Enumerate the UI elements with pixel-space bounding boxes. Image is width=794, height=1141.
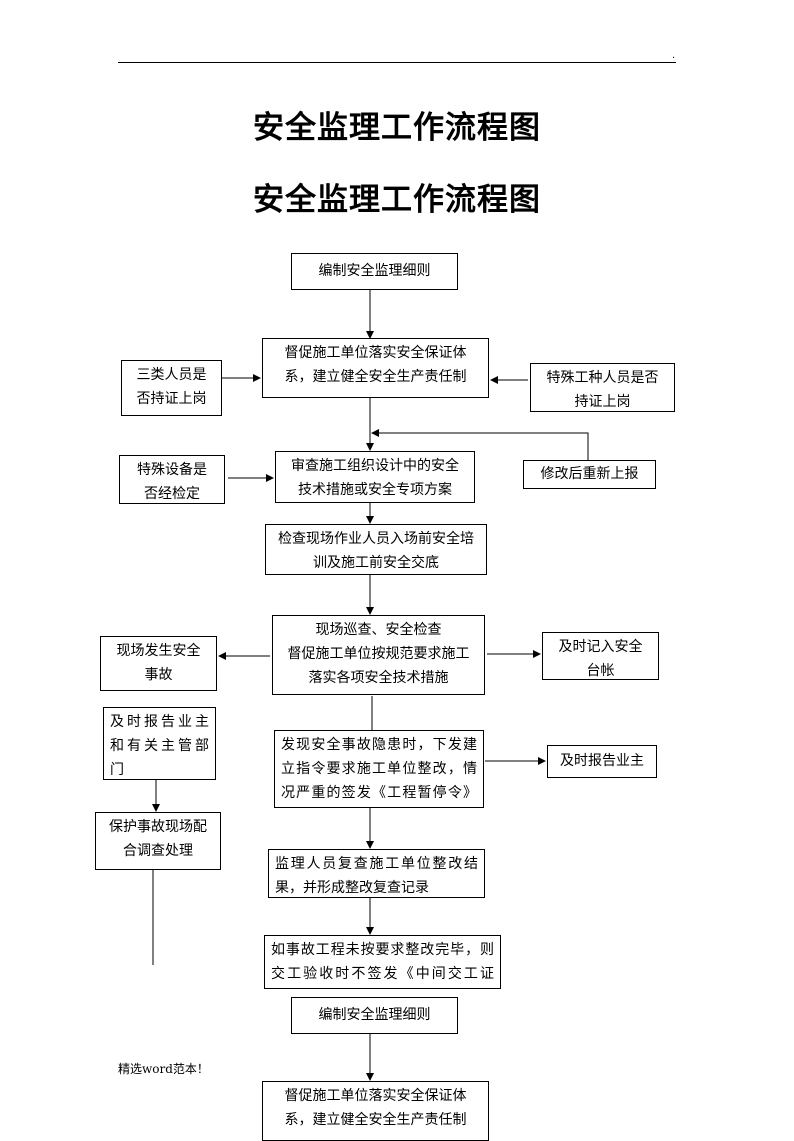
node-line: 督促施工单位落实安全保证体 bbox=[284, 1088, 467, 1104]
header-mark: . bbox=[672, 50, 676, 61]
node-line: 系，建立健全安全生产责任制 bbox=[284, 369, 467, 385]
node-line: 现场发生安全 bbox=[116, 643, 201, 659]
node-line: 门 bbox=[110, 762, 124, 778]
node-line: 果，并形成整改复查记录 bbox=[275, 880, 429, 896]
node-report-authorities: 及时报告业主 和有关主管部 门 bbox=[103, 707, 216, 780]
node-line: 特殊工种人员是否 bbox=[546, 370, 659, 386]
node-line: 交工验收时不签发《中间交工证 bbox=[271, 966, 494, 982]
node-review-design: 审查施工组织设计中的安全 技术措施或安全专项方案 bbox=[275, 451, 475, 503]
node-line: 如事故工程未按要求整改完毕，则 bbox=[271, 942, 494, 958]
node-line: 合调查处理 bbox=[123, 843, 193, 859]
node-special-workers: 特殊工种人员是否 持证上岗 bbox=[530, 363, 675, 412]
node-line: 现场巡查、安全检查 bbox=[315, 622, 442, 638]
page-title: 安全监理工作流程图 bbox=[253, 110, 541, 146]
node-line: 三类人员是 bbox=[136, 367, 207, 383]
node-line: 督促施工单位按规范要求施工 bbox=[287, 646, 470, 662]
node-line: 保护事故现场配 bbox=[109, 819, 207, 835]
header-rule bbox=[118, 62, 676, 63]
node-line: 审查施工组织设计中的安全 bbox=[291, 458, 459, 474]
node-no-certificate: 如事故工程未按要求整改完毕，则 交工验收时不签发《中间交工证 bbox=[264, 935, 501, 989]
node-line: 检查现场作业人员入场前安全培 bbox=[278, 531, 474, 547]
node-line: 系，建立健全安全生产责任制 bbox=[284, 1112, 467, 1128]
node-line: 训及施工前安全交底 bbox=[313, 555, 439, 571]
node-line: 特殊设备是 bbox=[137, 462, 207, 478]
node-accident-occurs: 现场发生安全 事故 bbox=[100, 636, 217, 691]
node-protect-scene: 保护事故现场配 合调查处理 bbox=[95, 812, 221, 870]
node-line: 发现安全事故隐患时，下发建 bbox=[281, 737, 477, 753]
node-report-owner: 及时报告业主 bbox=[547, 745, 657, 778]
node-line: 和有关主管部 bbox=[110, 738, 209, 754]
node-compile-rules: 编制安全监理细则 bbox=[291, 253, 458, 290]
node-line: 事故 bbox=[144, 667, 173, 683]
footer-note: 精选word范本！ bbox=[118, 1062, 209, 1076]
node-line: 及时报告业主 bbox=[110, 714, 209, 730]
node-record-ledger: 及时记入安全 台帐 bbox=[542, 632, 659, 680]
node-site-inspection: 现场巡查、安全检查 督促施工单位按规范要求施工 落实各项安全技术措施 bbox=[272, 615, 485, 695]
node-special-equipment: 特殊设备是 否经检定 bbox=[119, 455, 225, 504]
node-safety-system: 督促施工单位落实安全保证体 系，建立健全安全生产责任制 bbox=[262, 338, 489, 398]
node-line: 监理人员复查施工单位整改结 bbox=[275, 856, 478, 872]
node-recheck: 监理人员复查施工单位整改结 果，并形成整改复查记录 bbox=[268, 849, 485, 898]
node-line: 台帐 bbox=[586, 663, 615, 679]
page-subtitle: 安全监理工作流程图 bbox=[253, 182, 541, 218]
node-safety-system-repeat: 督促施工单位落实安全保证体 系，建立健全安全生产责任制 bbox=[262, 1081, 489, 1141]
node-line: 持证上岗 bbox=[574, 394, 631, 410]
node-line: 立指令要求施工单位整改，情 bbox=[281, 761, 477, 777]
node-line: 否经检定 bbox=[144, 486, 200, 502]
node-issue-rectification: 发现安全事故隐患时，下发建 立指令要求施工单位整改，情 况严重的签发《工程暂停令… bbox=[274, 730, 484, 808]
node-resubmit: 修改后重新上报 bbox=[523, 460, 656, 489]
node-line: 况严重的签发《工程暂停令》 bbox=[281, 785, 477, 801]
node-line: 及时记入安全 bbox=[558, 639, 643, 655]
arrow-n7-return bbox=[371, 429, 589, 460]
node-line: 落实各项安全技术措施 bbox=[308, 670, 449, 686]
node-compile-rules-repeat: 编制安全监理细则 bbox=[291, 997, 458, 1034]
node-line: 否持证上岗 bbox=[136, 391, 207, 407]
node-check-training: 检查现场作业人员入场前安全培 训及施工前安全交底 bbox=[265, 524, 487, 575]
node-line: 技术措施或安全专项方案 bbox=[298, 482, 452, 498]
node-line: 督促施工单位落实安全保证体 bbox=[284, 345, 467, 361]
node-three-personnel: 三类人员是 否持证上岗 bbox=[121, 360, 222, 416]
